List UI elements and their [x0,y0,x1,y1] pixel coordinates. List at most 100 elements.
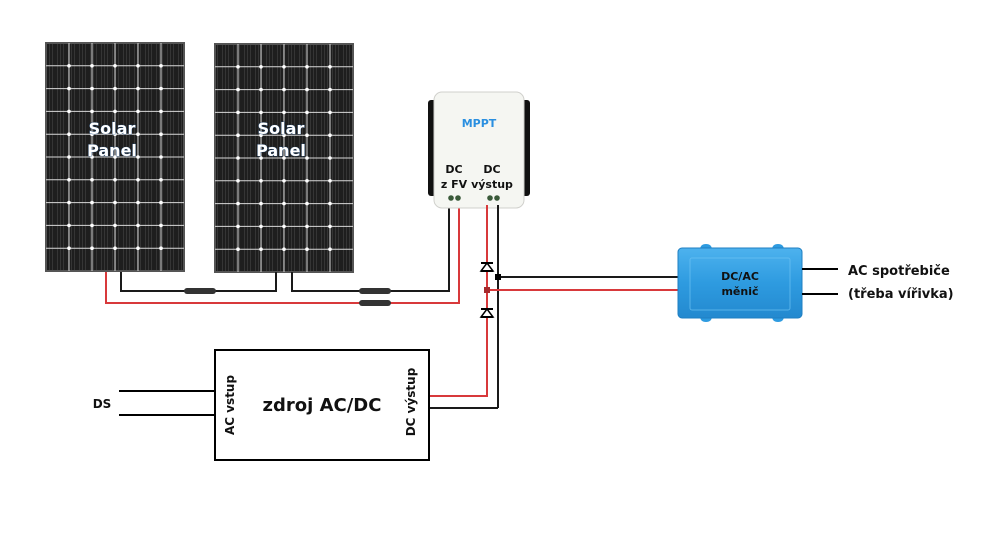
panel-grid-node [113,109,117,114]
panel-grid-node [305,224,309,229]
panel-grid-node [90,246,94,250]
panel-grid-node [159,178,163,182]
panel-grid-node [236,179,240,183]
panel-grid-node [159,246,163,250]
panel-grid-node [113,246,117,250]
panel-grid-node [67,200,71,205]
panel-grid-node [282,224,286,229]
panel-grid-node [113,86,117,91]
panel-grid-node [305,247,309,251]
ac-output-wiring [802,268,838,295]
panel-positive-wire [105,205,460,304]
panel-grid-node [328,224,332,229]
panel-grid-node [259,87,263,92]
panel-grid-node [67,132,71,136]
diode-psu [479,307,495,318]
panel-grid-node [328,87,332,92]
panel-grid-node [282,65,286,69]
panel-grid-node [259,156,263,160]
panel-grid-node [236,87,240,92]
panel-grid-node [328,247,332,251]
panel-grid-node [136,246,140,250]
panel-grid-node [282,87,286,92]
panel-grid-node [305,65,309,69]
panel-grid-node [305,133,309,137]
psu-positive-wire [430,290,488,397]
panel-grid-node [328,179,332,183]
panel-grid-node [305,156,309,160]
panel-grid-node [90,132,94,136]
panel-grid-node [113,223,117,228]
panel-grid-node [305,110,309,115]
solar-panel-1-label-line1: Solar [89,119,136,138]
panel-grid-node [159,86,163,91]
solar-panel-1: Solar Panel [45,42,185,272]
panel-grid-node [259,133,263,137]
mc4-connector [359,288,391,294]
panel-grid-node [67,223,71,228]
diode-mppt [479,261,495,272]
power-supply-title: zdroj AC/DC [263,395,382,416]
panel-grid-node [136,64,140,68]
grid-input-wiring [119,390,215,416]
panel-grid-node [236,110,240,115]
panel-grid-node [113,200,117,205]
panel-grid-node [282,110,286,115]
panel-grid-node [67,64,71,68]
panel-grid-node [136,109,140,114]
panel-grid-node [67,155,71,159]
solar-panel-2: Solar Panel [214,43,354,273]
panel-grid-node [259,110,263,115]
panel-grid-node [236,65,240,69]
panel-grid-node [113,132,117,136]
junction-negative [495,274,501,280]
power-supply-output-label: DC výstup [404,367,418,436]
panel-grid-node [136,86,140,91]
panel-grid-node [259,247,263,251]
panel-grid-node [136,200,140,205]
panel-grid-node [236,201,240,206]
panel-grid-node [328,156,332,160]
panel-grid-node [136,155,140,159]
panel-grid-node [67,86,71,91]
panel-grid-node [113,64,117,68]
panel-grid-node [259,224,263,229]
panel-grid-node [136,178,140,182]
panel-grid-node [159,132,163,136]
junction-positive [484,287,490,293]
panel-grid-node [259,201,263,206]
solar-panel-2-label-line2: Panel [256,141,306,160]
panel-grid-node [259,179,263,183]
panel-grid-node [305,87,309,92]
grid-label: DS [93,397,112,411]
mppt-output-label-line2: výstup [471,178,513,191]
mc4-connector [359,300,391,306]
mppt-title: MPPT [462,117,497,130]
panel-grid-node [159,64,163,68]
panel-grid-node [282,179,286,183]
ac-loads-label-line2: (třeba vířivka) [848,287,954,302]
panel-grid-node [90,64,94,68]
solar-panel-1-label-line2: Panel [87,141,137,160]
mppt-output-label-line1: DC [483,163,500,176]
panel-grid-node [328,65,332,69]
panel-grid-node [236,247,240,251]
panel-grid-node [113,178,117,182]
panel-grid-node [136,223,140,228]
panel-grid-node [90,178,94,182]
panel-grid-node [113,155,117,159]
panel-grid-node [90,86,94,91]
panel-grid-node [328,133,332,137]
panel-grid-node [236,224,240,229]
mppt-input-label-line1: DC [445,163,462,176]
dc-bus-wiring [430,205,680,409]
panel-grid-node [90,155,94,159]
panel-grid-node [282,133,286,137]
panel-grid-node [159,155,163,159]
inverter-label-line2: měnič [721,285,758,298]
panel-grid-node [90,109,94,114]
mc4-connectors [184,288,391,306]
panel-grid-node [67,109,71,114]
panel-grid-node [236,156,240,160]
